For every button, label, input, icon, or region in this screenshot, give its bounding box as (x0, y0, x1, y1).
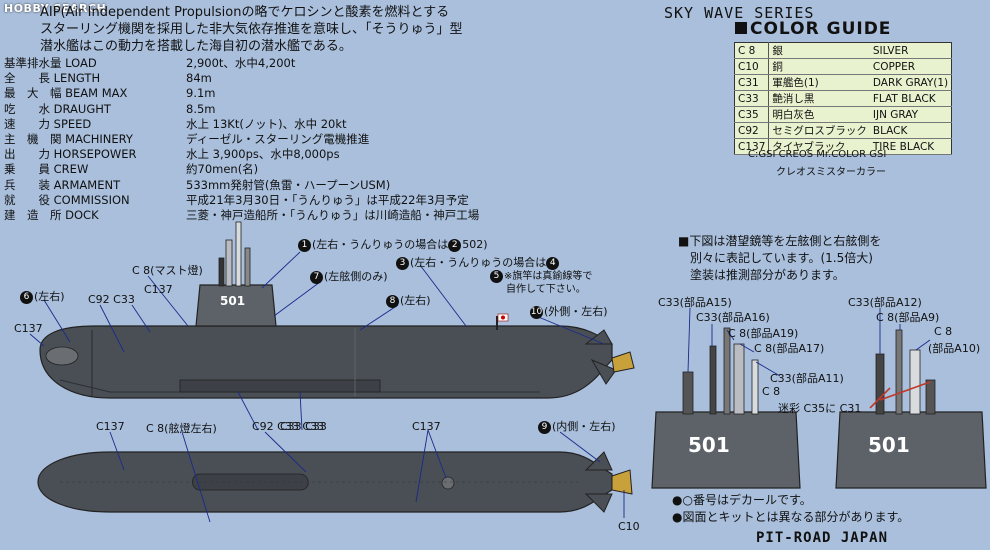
color-footnote-2: クレオスミスターカラー (776, 167, 886, 178)
hobby-search-logo: HOBBY SEARCH (4, 2, 107, 15)
side-view-sail: 501 (195, 221, 277, 327)
decal-label-6: 6(左右) (20, 288, 65, 304)
label-c33-c33-side: C33 C33 (280, 420, 327, 433)
intro-line: AIP(Air Independent Propulsionの略でケロシンと酸素… (40, 5, 450, 20)
label-c10: C10 (618, 520, 640, 533)
label-c137-side-a: C137 (144, 283, 173, 296)
detail-sail-starboard: 501 (835, 329, 987, 489)
label-c8-right: C 8 (934, 325, 953, 338)
label-camouflage: 迷彩 C35に C31 (778, 402, 862, 415)
intro-line: スターリング機関を採用した非大気依存推進を意味し、「そうりゅう」型 (40, 22, 463, 37)
label-a10: (部品A10) (928, 342, 981, 355)
side-view-stern (496, 313, 635, 385)
label-a11: C33(部品A11) (770, 372, 844, 385)
label-a12: C33(部品A12) (848, 296, 922, 309)
detail-sail-port: 501 (651, 327, 801, 489)
label-c137-top-a: C137 (96, 420, 125, 433)
decal-label-9: 9(内側・左右) (538, 418, 616, 434)
square-icon (735, 22, 747, 34)
color-footnote-1: C:GSI CREOS Mr.COLOR GSI (748, 149, 887, 160)
label-c8-detail: C 8 (762, 385, 781, 398)
intro-line: 潜水艦はこの動力を搭載した海自初の潜水艦である。 (40, 39, 352, 54)
svg-text:501: 501 (868, 433, 910, 457)
svg-text:501: 501 (688, 433, 730, 457)
decal-label-7: 7(左舷側のみ) (310, 268, 388, 284)
label-a17: C 8(部品A17) (754, 342, 825, 355)
decal-label-5: 5※旗竿は真鍮線等で自作して下さい。 (490, 270, 592, 296)
side-view-hull (39, 325, 613, 399)
svg-text:501: 501 (220, 294, 245, 308)
label-mast-light: C 8(マスト燈) (132, 264, 203, 277)
decal-label-8: 8(左右) (386, 292, 431, 308)
intro-text: AIP(Air Independent Propulsionの略でケロシンと酸素… (40, 4, 560, 55)
decal-label-10: 10(外側・左右) (530, 305, 608, 319)
leader-lines (29, 251, 931, 523)
detail-note: ■下図は潜望鏡等を左舷側と右舷側を 別々に表記しています。(1.5倍大) 塗装は… (678, 234, 882, 282)
label-a9: C 8(部品A9) (876, 311, 940, 324)
maker-name: PIT-ROAD JAPAN (756, 530, 889, 546)
series-title: SKY WAVE SERIES (664, 4, 815, 22)
label-a16: C33(部品A16) (696, 311, 770, 324)
label-c92-c33-side: C92 C33 (88, 293, 135, 306)
label-c8-running-lights: C 8(舷燈左右) (146, 422, 217, 435)
label-c92-c33-c33-top: C92 C33 C33 (252, 420, 325, 433)
label-a19: C 8(部品A19) (728, 327, 799, 340)
label-c137-side-b: C137 (14, 322, 43, 335)
bottom-note: ●○番号はデカールです。 ●図面とキットとは異なる部分があります。 (672, 493, 910, 524)
top-view-hull (37, 451, 633, 513)
label-c137-top-b: C137 (412, 420, 441, 433)
label-a15: C33(部品A15) (658, 296, 732, 309)
color-guide-title: COLOR GUIDE (735, 19, 891, 39)
